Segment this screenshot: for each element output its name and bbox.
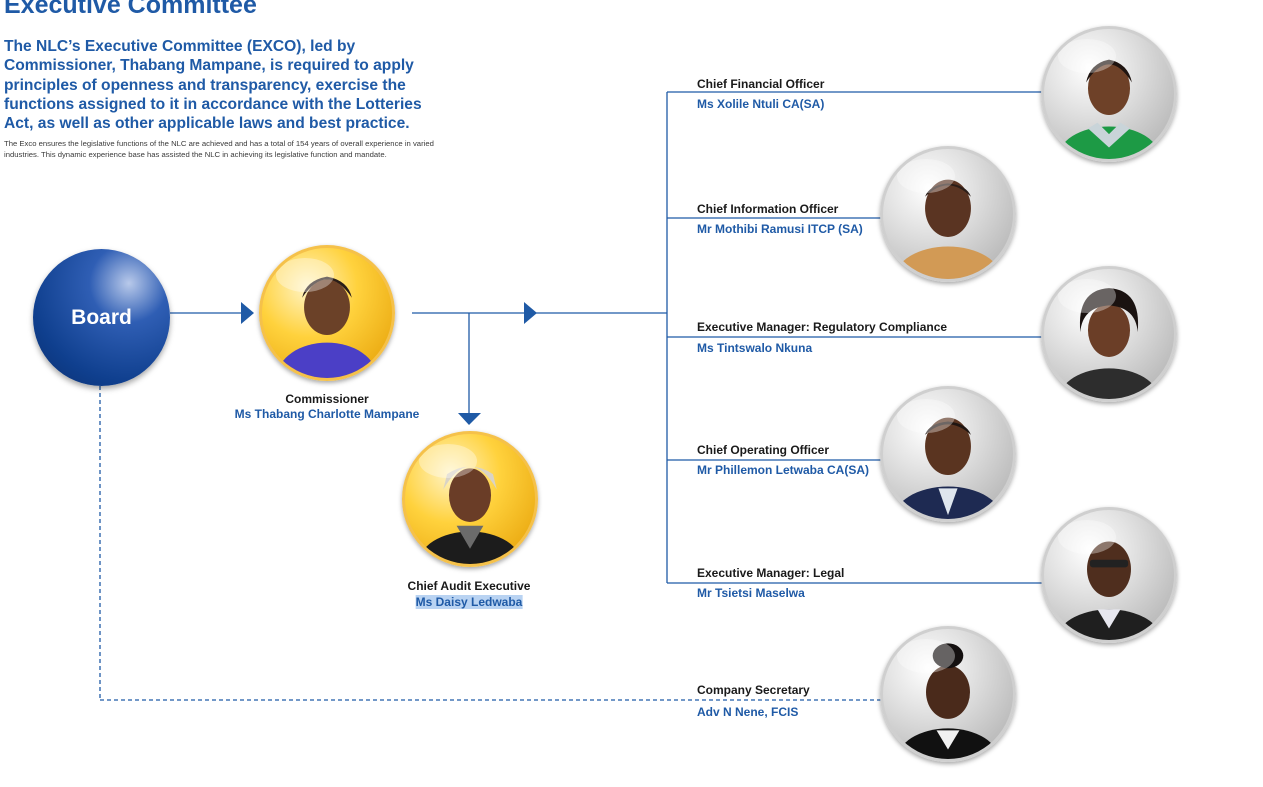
audit-executive-photo [402,431,538,567]
intro-lead-text: The NLC’s Executive Committee (EXCO), le… [4,38,422,133]
board-node: Board [33,249,170,386]
compliance-manager-name: Ms Tintswalo Nkuna [697,341,813,355]
audit-executive-role: Chief Audit Executive [407,579,531,593]
commissioner-photo [259,245,395,381]
commissioner-role: Commissioner [285,392,369,406]
coo-photo [880,386,1016,522]
legal-manager-photo [1041,507,1177,643]
page-title: Executive Committee [4,0,257,19]
legal-manager-role: Executive Manager: Legal [697,566,845,580]
cfo-name: Ms Xolile Ntuli CA(SA) [697,97,825,111]
cio-name: Mr Mothibi Ramusi ITCP (SA) [697,222,863,236]
company-secretary-name: Adv N Nene, FCIS [697,705,799,719]
exco-arrow-icon [524,302,537,324]
company-secretary-role: Company Secretary [697,683,810,697]
commissioner-name: Ms Thabang Charlotte Mampane [234,407,420,421]
intro-body-text: The Exco ensures the legislative functio… [4,139,434,159]
coo-name: Mr Phillemon Letwaba CA(SA) [697,463,870,477]
legal-manager-name: Mr Tsietsi Maselwa [697,586,805,600]
board-label: Board [71,305,132,329]
cfo-role: Chief Financial Officer [697,77,825,91]
company-secretary-photo [880,626,1016,762]
audit-executive-name: Ms Daisy Ledwaba [415,595,523,609]
coo-role: Chief Operating Officer [697,443,830,457]
compliance-manager-role: Executive Manager: Regulatory Compliance [697,320,948,334]
cio-photo [880,146,1016,282]
cio-role: Chief Information Officer [697,202,839,216]
cfo-photo [1041,26,1177,162]
audit-arrow-icon [458,413,481,425]
compliance-manager-photo [1041,266,1177,402]
commissioner-arrow-icon [241,302,254,324]
